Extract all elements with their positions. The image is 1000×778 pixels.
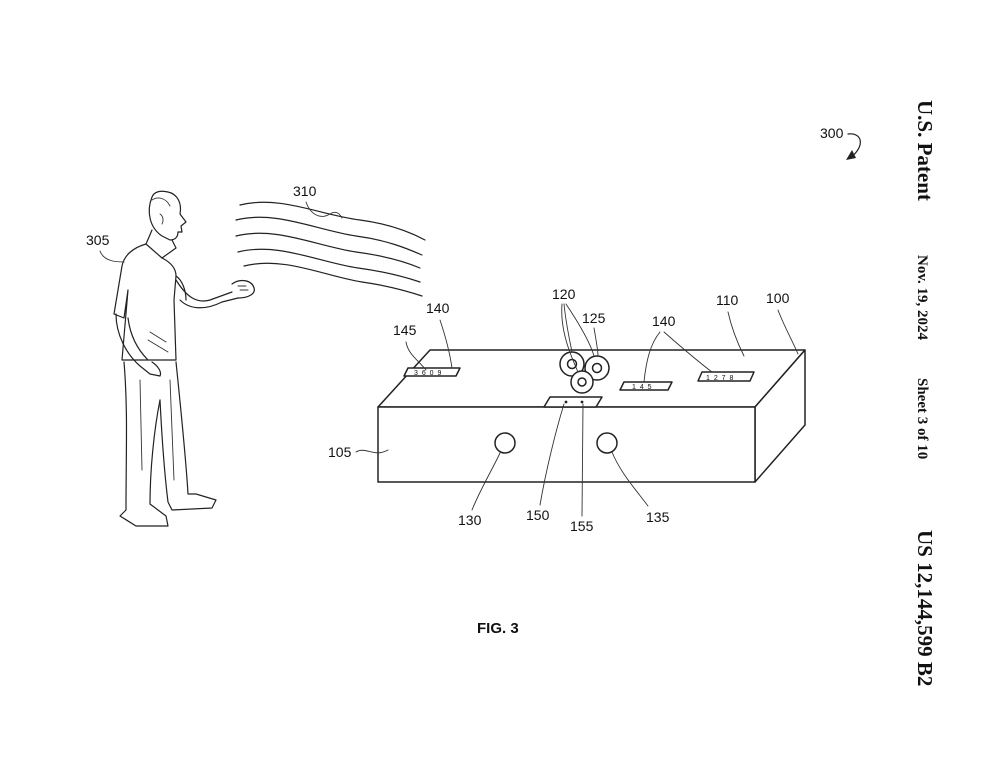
ref-145-leader: [405, 341, 427, 371]
panel-left-digits: 3 6 0 9: [414, 370, 442, 377]
ref-140b-leader-2: [663, 331, 713, 373]
ref-150-label: 150: [526, 507, 550, 523]
ref-310-label: 310: [293, 183, 317, 199]
panel-right-digits: 1 2 7 8: [706, 375, 734, 382]
ref-120-label: 120: [552, 286, 576, 302]
ref-140b-label: 140: [652, 313, 676, 329]
ref-310-leader: [305, 201, 343, 219]
sound-waves: [235, 201, 426, 297]
ref-155-label: 155: [570, 518, 594, 534]
person-figure: [113, 190, 255, 527]
ref-125-label: 125: [582, 310, 606, 326]
ref-110-label: 110: [716, 292, 739, 308]
ref-135-leader: [611, 451, 649, 507]
ref-150-leader: [539, 403, 565, 506]
ref-145-label: 145: [393, 322, 417, 338]
ref-300-arrowhead: [846, 150, 856, 160]
header-sheet: Sheet 3 of 10: [914, 378, 930, 459]
panel-center-digits: 1 4 5: [632, 384, 653, 391]
ref-300-label: 300: [820, 125, 844, 141]
ref-120-leader-2: [565, 303, 595, 357]
ref-155-leader: [581, 403, 584, 517]
front-button-130: [494, 432, 516, 454]
ref-305-label: 305: [86, 232, 110, 248]
display-panel-left: 3 6 0 9: [403, 367, 461, 377]
ref-100-leader: [777, 309, 799, 355]
ref-125-leader: [593, 327, 599, 357]
front-button-135: [596, 432, 618, 454]
ref-130-label: 130: [458, 512, 482, 528]
ref-105-leader: [355, 449, 389, 454]
ref-100-label: 100: [766, 290, 790, 306]
ref-140a-label: 140: [426, 300, 450, 316]
header-text-group: U.S. Patent Nov. 19, 2024 Sheet 3 of 10 …: [913, 100, 937, 686]
display-panel-right: 1 2 7 8: [697, 371, 755, 382]
front-edge-panel: [543, 396, 603, 408]
ref-305-leader: [99, 250, 125, 263]
display-panel-center: 1 4 5: [619, 381, 673, 391]
header-date: Nov. 19, 2024: [914, 255, 930, 341]
ref-140b-leader-1: [643, 331, 661, 383]
ref-130-leader: [471, 452, 501, 511]
ref-120-leader-3: [561, 303, 579, 373]
ref-110-leader: [727, 311, 745, 357]
ref-105-label: 105: [328, 444, 352, 460]
ref-140a-leader: [439, 319, 453, 369]
ref-120-leader-1: [563, 303, 573, 353]
ref-135-label: 135: [646, 509, 670, 525]
knob-group: [559, 351, 610, 394]
figure-caption: FIG. 3: [477, 620, 519, 637]
header-patent-number: US 12,144,599 B2: [913, 530, 937, 686]
header-office: U.S. Patent: [913, 100, 937, 201]
